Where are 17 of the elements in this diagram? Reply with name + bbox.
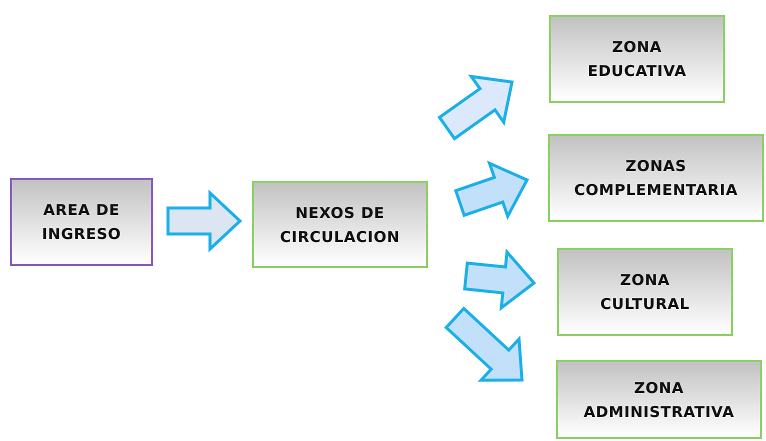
zone-box: [549, 15, 725, 103]
zone-box: [252, 181, 428, 268]
zone-label: ZONA CULTURAL: [599, 270, 691, 315]
block-arrow: [444, 306, 524, 382]
zone-label: ZONA ADMINISTRATIVA: [582, 378, 736, 422]
zone-label: NEXOS DE CIRCULACION: [279, 202, 401, 248]
block-arrow: [463, 248, 536, 312]
zone-box: [556, 360, 762, 439]
block-arrow: [454, 160, 530, 220]
zone-label: ZONA EDUCATIVA: [586, 37, 688, 82]
block-arrow: [437, 74, 514, 141]
zone-box: [548, 134, 764, 222]
zone-box: [557, 248, 733, 336]
zone-label: ZONAS COMPLEMENTARIA: [573, 156, 739, 201]
zone-label: AREA DE INGRESO: [40, 200, 122, 245]
zone-box: [10, 178, 153, 266]
block-arrow: [166, 190, 242, 252]
